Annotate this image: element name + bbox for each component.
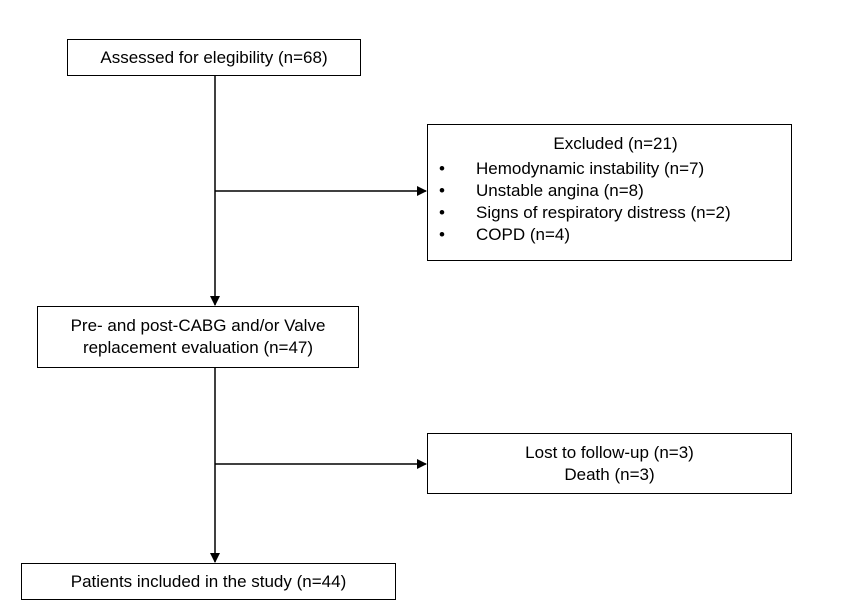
excluded-reason-item: • Unstable angina (n=8) <box>428 180 791 202</box>
bullet-icon: • <box>439 159 445 178</box>
excluded-reason-label: COPD (n=4) <box>476 225 570 244</box>
lost-to-follow-up-box: Lost to follow-up (n=3) Death (n=3) <box>427 433 792 494</box>
excluded-reason-item: • Signs of respiratory distress (n=2) <box>428 202 791 224</box>
bullet-icon: • <box>439 203 445 222</box>
excluded-reason-label: Hemodynamic instability (n=7) <box>476 159 705 178</box>
bullet-icon: • <box>439 225 445 244</box>
excluded-reason-label: Unstable angina (n=8) <box>476 181 644 200</box>
evaluation-box: Pre- and post-CABG and/or Valve replacem… <box>37 306 359 368</box>
death-label: Death (n=3) <box>564 464 655 484</box>
bullet-icon: • <box>439 181 445 200</box>
excluded-box: Excluded (n=21) • Hemodynamic instabilit… <box>427 124 792 261</box>
assessed-box: Assessed for elegibility (n=68) <box>67 39 361 76</box>
excluded-title: Excluded (n=21) <box>553 134 678 153</box>
excluded-reason-item: • Hemodynamic instability (n=7) <box>428 158 791 180</box>
excluded-reasons-list: • Hemodynamic instability (n=7) • Unstab… <box>428 158 791 246</box>
excluded-reason-label: Signs of respiratory distress (n=2) <box>476 203 731 222</box>
evaluation-label-line1: Pre- and post-CABG and/or Valve <box>70 316 326 335</box>
included-box: Patients included in the study (n=44) <box>21 563 396 600</box>
excluded-reason-item: • COPD (n=4) <box>428 224 791 246</box>
included-label: Patients included in the study (n=44) <box>70 571 347 591</box>
lost-to-follow-up-label: Lost to follow-up (n=3) <box>525 442 694 462</box>
evaluation-label-line2: replacement evaluation (n=47) <box>82 338 314 357</box>
assessed-label: Assessed for elegibility (n=68) <box>100 47 328 67</box>
